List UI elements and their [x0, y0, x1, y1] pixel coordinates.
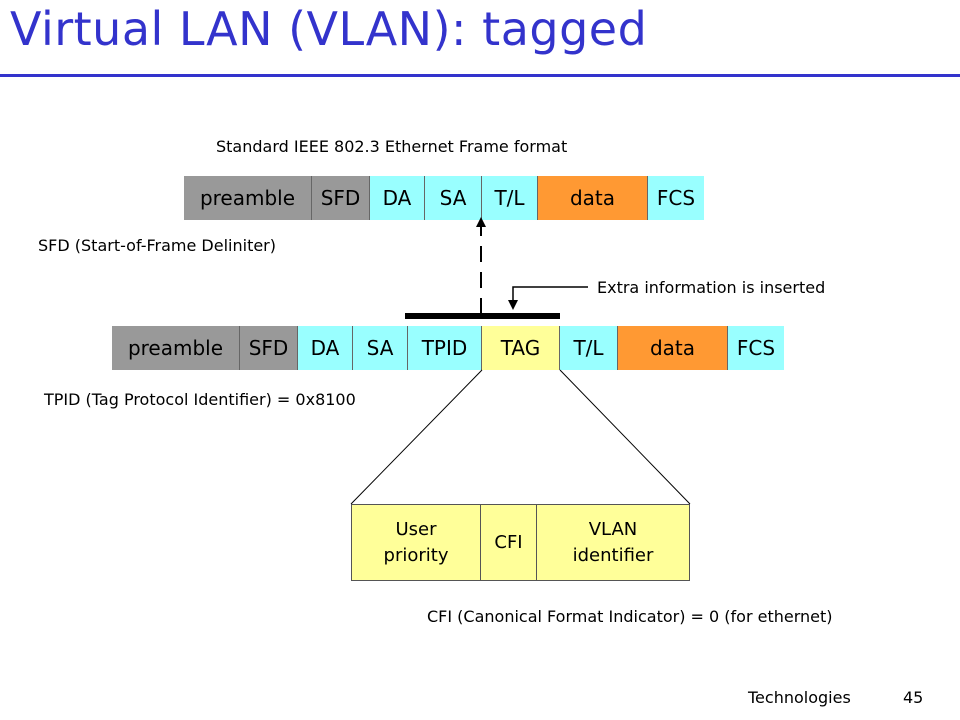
std-field-preamble: preamble — [184, 176, 312, 220]
tag-field-sfd: SFD — [240, 326, 298, 370]
title-underline — [0, 74, 960, 77]
tag-field-tag: TAG — [482, 326, 560, 370]
tpid-note: TPID (Tag Protocol Identifier) = 0x8100 — [44, 390, 356, 409]
insert-note: Extra information is inserted — [597, 278, 826, 297]
tag-vlan-identifier-label: VLAN identifier — [572, 518, 654, 566]
cfi-note: CFI (Canonical Format Indicator) = 0 (fo… — [427, 607, 833, 626]
tag-field-data: data — [618, 326, 728, 370]
page-number: 45 — [903, 688, 924, 707]
tag-cfi-label: CFI — [494, 531, 523, 553]
tag-field-tl: T/L — [560, 326, 618, 370]
footer-label: Technologies — [748, 688, 851, 707]
tag-vlan-identifier: VLAN identifier — [536, 504, 690, 581]
std-field-fcs: FCS — [648, 176, 704, 220]
zoom-line-right — [559, 369, 691, 505]
tag-user-priority-label: User priority — [383, 518, 449, 566]
standard-frame-caption: Standard IEEE 802.3 Ethernet Frame forma… — [216, 137, 568, 156]
tag-field-preamble: preamble — [112, 326, 240, 370]
tag-field-fcs: FCS — [728, 326, 784, 370]
tag-field-sa: SA — [353, 326, 408, 370]
std-field-tl: T/L — [482, 176, 538, 220]
tag-user-priority: User priority — [351, 504, 481, 581]
std-field-da: DA — [370, 176, 425, 220]
tag-field-da: DA — [298, 326, 353, 370]
std-field-sa: SA — [425, 176, 482, 220]
tag-cfi: CFI — [480, 504, 537, 581]
tag-field-tpid: TPID — [408, 326, 482, 370]
zoom-line-left — [350, 369, 483, 505]
std-field-data: data — [538, 176, 648, 220]
insert-pointer-line — [508, 286, 588, 310]
std-field-sfd: SFD — [312, 176, 370, 220]
sfd-note: SFD (Start-of-Frame Deliniter) — [38, 236, 276, 255]
insert-bar — [405, 313, 560, 319]
slide-title: Virtual LAN (VLAN): tagged — [10, 2, 648, 56]
